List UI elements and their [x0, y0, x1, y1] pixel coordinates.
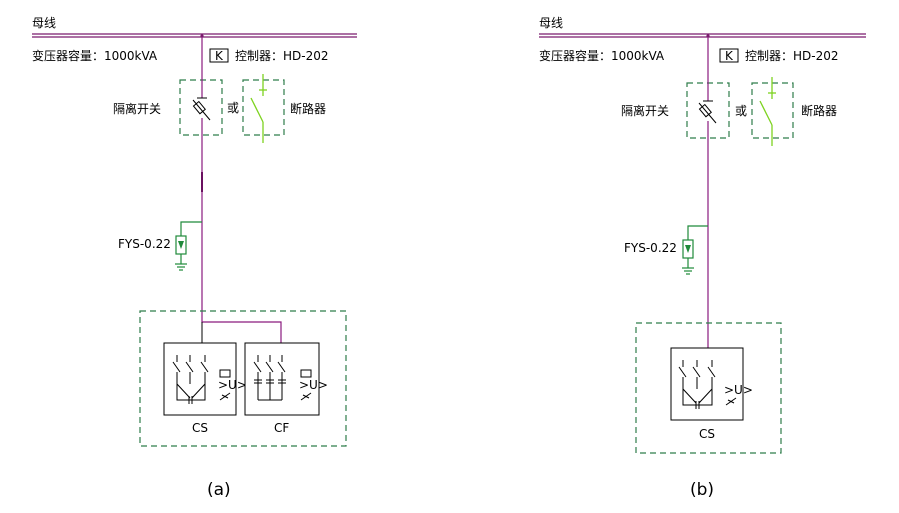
breaker-label: 断路器 — [801, 103, 837, 118]
transformer-capacity: 变压器容量：1000kVA — [539, 48, 665, 63]
isolator-switch-icon — [192, 37, 211, 135]
bus-label: 母线 — [539, 16, 563, 30]
panel-a: 母线 变压器容量：1000kVA K 控制器：HD-202 隔离开关 或 断路器 — [32, 16, 357, 500]
surge-arrester-icon — [682, 225, 708, 275]
isolator-label: 隔离开关 — [113, 101, 161, 116]
surge-arrester-icon — [175, 221, 202, 271]
caption-a: (a) — [207, 480, 231, 500]
cf-label: CF — [274, 421, 289, 435]
breaker-label: 断路器 — [290, 101, 326, 116]
bus-tap-dot — [200, 34, 204, 38]
panel-b: 母线 变压器容量：1000kVA K 控制器：HD-202 隔离开关 或 断路器 — [539, 16, 866, 500]
controller-k-tag: K — [725, 49, 734, 63]
isolator-box — [179, 79, 223, 136]
cs-module: >U> — [670, 347, 753, 421]
breaker-icon — [250, 74, 267, 143]
cs-module-box — [163, 342, 237, 416]
cs-module: >U> — [163, 322, 247, 416]
cabinet-box — [635, 322, 782, 454]
breaker-icon — [759, 77, 776, 146]
or-label: 或 — [735, 104, 747, 118]
caption-b: (b) — [690, 480, 714, 500]
cs-label: CS — [699, 427, 715, 441]
svg-text:>U>: >U> — [218, 378, 247, 392]
controller-k-tag: K — [215, 49, 224, 63]
cf-module: >U> — [244, 342, 328, 416]
controller-k-box — [719, 48, 739, 63]
branch-wire — [201, 318, 282, 343]
arrester-label: FYS-0.22 — [118, 237, 171, 251]
arrester-label: FYS-0.22 — [624, 241, 677, 255]
cs-label: CS — [192, 421, 208, 435]
isolator-label: 隔离开关 — [621, 103, 669, 118]
svg-text:>U>: >U> — [299, 378, 328, 392]
bus-label: 母线 — [32, 16, 56, 30]
isolator-switch-icon — [698, 37, 717, 138]
controller-label: 控制器：HD-202 — [235, 49, 329, 63]
svg-text:>U>: >U> — [724, 383, 753, 397]
controller-label: 控制器：HD-202 — [745, 49, 839, 63]
controller-k-box — [209, 48, 229, 63]
bus-tap-dot — [706, 34, 710, 38]
cabinet-box — [139, 310, 347, 447]
transformer-capacity: 变压器容量：1000kVA — [32, 48, 158, 63]
or-label: 或 — [227, 101, 239, 115]
